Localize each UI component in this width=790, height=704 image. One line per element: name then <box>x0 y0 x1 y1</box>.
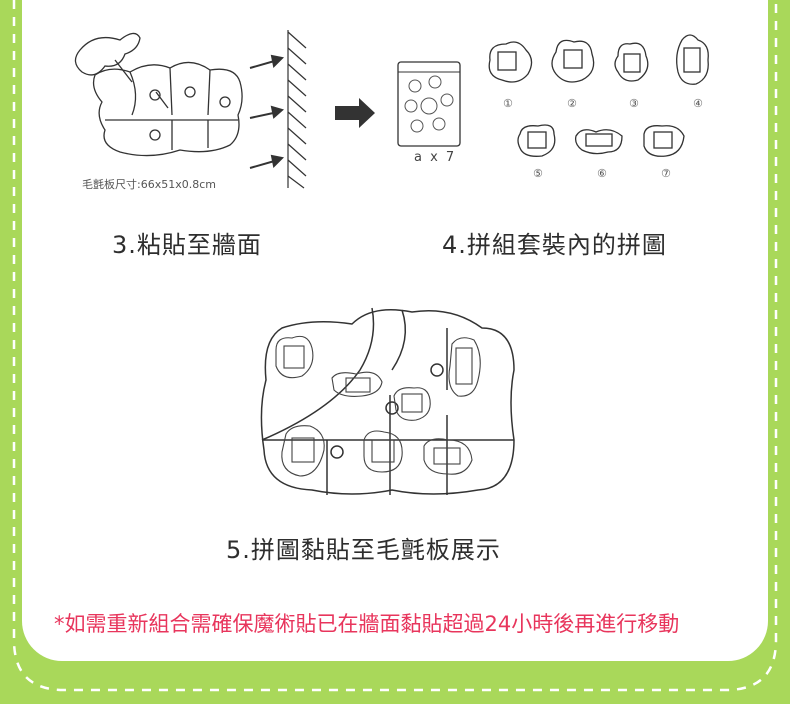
puzzle-bag <box>397 61 461 147</box>
piece-number-4: ④ <box>693 97 703 110</box>
piece-number-7: ⑦ <box>661 167 671 180</box>
piece-number-2: ② <box>567 97 577 110</box>
care-note: *如需重新組合需確保魔術貼已在牆面黏貼超過24小時後再進行移動 <box>54 612 680 636</box>
step3-wall-illustration <box>74 30 307 189</box>
step4-caption: 4.拼組套裝內的拼圖 <box>442 231 667 259</box>
piece-number-6: ⑥ <box>597 167 607 180</box>
board-size-label: 毛氈板尺寸:66x51x0.8cm <box>82 178 216 191</box>
step5-caption: 5.拼圖黏貼至毛氈板展示 <box>226 536 501 564</box>
piece-number-1: ① <box>503 97 513 110</box>
puzzle-pieces <box>488 34 709 157</box>
assembled-felt-board <box>260 307 515 495</box>
piece-number-5: ⑤ <box>533 167 543 180</box>
arrow-right-icon <box>335 98 375 128</box>
instruction-card <box>22 0 768 661</box>
bag-quantity-label: a x 7 <box>414 150 457 165</box>
step3-caption: 3.粘貼至牆面 <box>112 231 262 259</box>
piece-number-3: ③ <box>629 97 639 110</box>
